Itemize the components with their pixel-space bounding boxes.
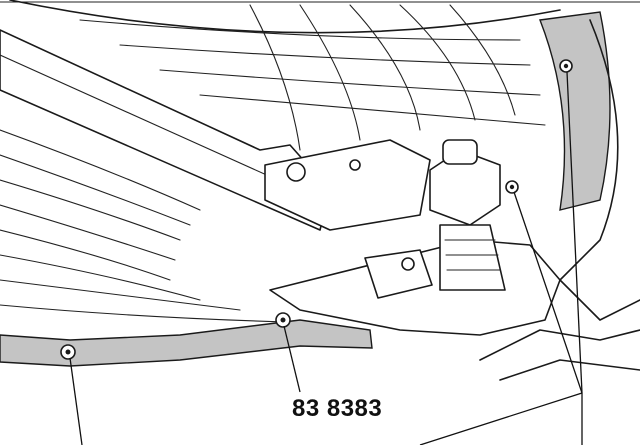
- bolt-shank: [439, 224, 506, 291]
- bolt-socket: [442, 139, 478, 165]
- cover-upper-edge: [9, 0, 561, 34]
- plate-hole-left: [286, 162, 306, 182]
- rail-inner-line: [0, 54, 301, 191]
- housing-lower-edge: [479, 329, 640, 361]
- cover-ribs-lower: [0, 129, 291, 323]
- housing-right-edge: [559, 19, 640, 321]
- lever-pin: [401, 257, 415, 271]
- flange-band-right: [539, 11, 611, 211]
- housing-base-edge: [499, 359, 640, 381]
- bolt-thread: [444, 239, 501, 271]
- part-number-callout: 83 8383: [292, 395, 383, 422]
- cover-ribs-upper: [79, 4, 546, 151]
- mounting-plate: [264, 139, 431, 231]
- flange-screw: [559, 59, 573, 73]
- plate-hole-right: [349, 159, 361, 171]
- flange-screw: [275, 312, 291, 328]
- flange-screw: [505, 180, 519, 194]
- flange-screw: [60, 344, 76, 360]
- flange-band-bottom: [0, 319, 373, 367]
- lever-window: [364, 249, 433, 299]
- callout-leader-lines: [69, 71, 583, 445]
